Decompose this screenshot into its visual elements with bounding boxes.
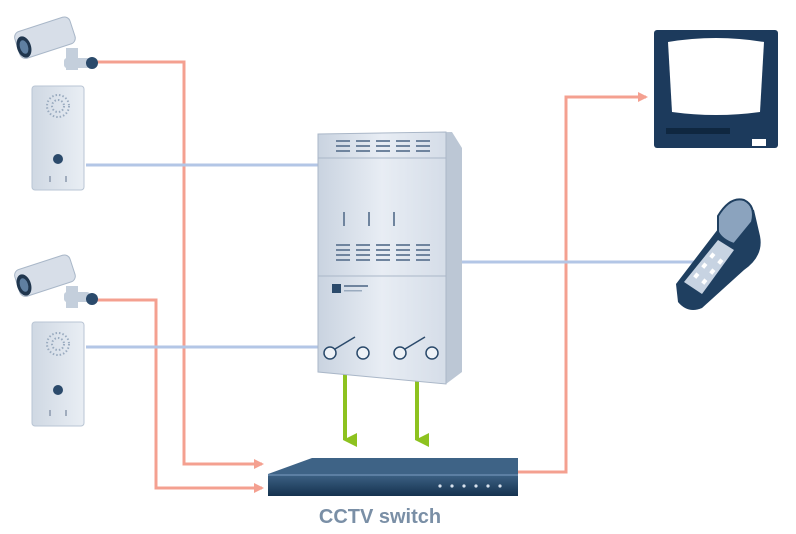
door-intercom-icon (31, 321, 85, 427)
relay-contacts-icon (323, 336, 439, 360)
server-cabinet-icon (317, 131, 462, 385)
cabinet-logo (332, 284, 368, 293)
video-line-camera-2 (90, 298, 264, 493)
cctv-camera-icon (14, 16, 98, 70)
cctv-camera-icon (14, 254, 98, 308)
cctv-switch-label: CCTV switch (318, 506, 442, 528)
door-intercom-icon (31, 85, 85, 191)
video-switch-icon (268, 458, 518, 496)
data-connections (86, 163, 700, 349)
video-line-monitor (518, 92, 648, 474)
video-line-camera-1 (90, 60, 264, 469)
desk-phone-icon (676, 198, 761, 310)
monitor-icon (654, 30, 778, 148)
video-connections (90, 60, 648, 493)
